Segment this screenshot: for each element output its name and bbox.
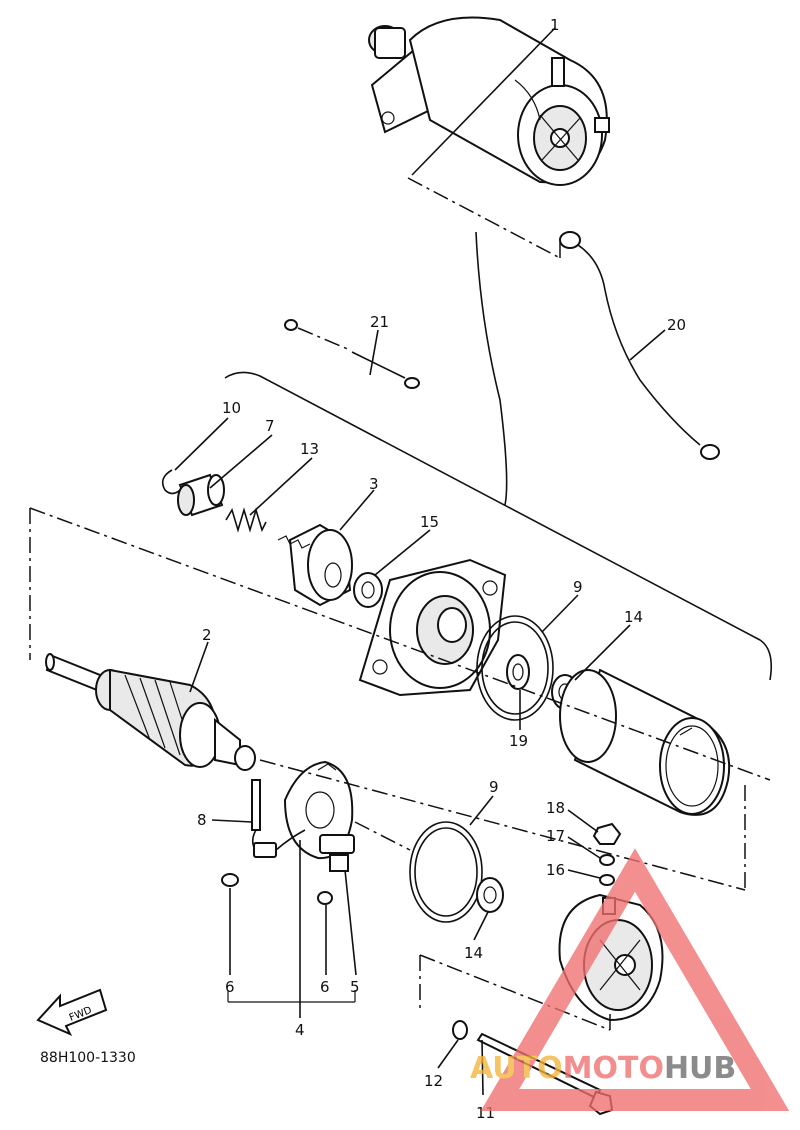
label-part-7: 7 xyxy=(265,417,275,435)
front-cover xyxy=(358,558,507,697)
watermark-hub: HUB xyxy=(664,1051,736,1086)
label-part-8: 8 xyxy=(197,811,207,829)
part-12-washer xyxy=(452,1020,468,1040)
label-part-16: 16 xyxy=(546,861,565,879)
label-part-17: 17 xyxy=(546,827,565,845)
label-part-5: 5 xyxy=(350,978,360,996)
label-part-9-upper: 9 xyxy=(573,578,583,596)
part-5-brush-holder xyxy=(319,834,355,872)
part-21-lead-wire xyxy=(284,319,420,389)
label-part-21: 21 xyxy=(370,313,389,331)
label-part-13: 13 xyxy=(300,440,319,458)
label-part-20: 20 xyxy=(667,316,686,334)
alignment-lines xyxy=(29,177,773,1031)
watermark: AUTOMOTOHUB xyxy=(470,848,790,1111)
part-16-o-ring-small xyxy=(599,874,615,886)
part-9-o-ring-lower xyxy=(409,821,483,923)
label-part-4: 4 xyxy=(295,1021,305,1039)
part-15-washer xyxy=(353,572,383,608)
part-19-o-ring-inner xyxy=(506,654,530,690)
part-7-pinion-stopper xyxy=(177,473,225,517)
watermark-auto: AUTO xyxy=(470,1051,563,1086)
part-13-spring xyxy=(225,507,267,533)
part-3-clutch-pinion xyxy=(277,523,353,607)
part-labels: 1 20 21 10 7 13 3 15 9 14 2 19 9 8 18 17… xyxy=(197,16,686,1122)
label-part-19: 19 xyxy=(509,732,528,750)
part-18-terminal-nut xyxy=(592,822,622,845)
svg-text:AUTOMOTOHUB: AUTOMOTOHUB xyxy=(470,1051,736,1086)
yoke xyxy=(559,668,731,816)
label-part-6-left: 6 xyxy=(225,978,235,996)
fwd-arrow: FWD xyxy=(36,988,108,1037)
part-17-washer-small xyxy=(599,854,615,866)
part-6-nut-left xyxy=(221,873,239,887)
part-10-circlip xyxy=(161,469,181,495)
leader-lines xyxy=(174,27,666,1096)
label-part-14-lower: 14 xyxy=(464,944,483,962)
label-part-14-upper: 14 xyxy=(624,608,643,626)
part-9-o-ring-upper xyxy=(476,615,554,721)
part-1-starting-motor xyxy=(368,16,610,186)
label-part-15: 15 xyxy=(420,513,439,531)
part-8-brush-lead xyxy=(251,779,306,858)
label-part-12: 12 xyxy=(424,1072,443,1090)
part-14-washer-lower xyxy=(476,877,504,913)
part-2-armature xyxy=(45,653,256,771)
label-part-1: 1 xyxy=(550,16,560,34)
label-part-10: 10 xyxy=(222,399,241,417)
part-20-ground-lead xyxy=(559,231,720,460)
diagram-code: 88H100-1330 xyxy=(40,1050,136,1066)
part-6-nut-right xyxy=(317,891,333,905)
label-part-3: 3 xyxy=(369,475,379,493)
label-part-9-lower: 9 xyxy=(489,778,499,796)
watermark-moto: MOTO xyxy=(563,1051,664,1086)
label-part-18: 18 xyxy=(546,799,565,817)
label-part-2: 2 xyxy=(202,626,212,644)
label-part-6-right: 6 xyxy=(320,978,330,996)
